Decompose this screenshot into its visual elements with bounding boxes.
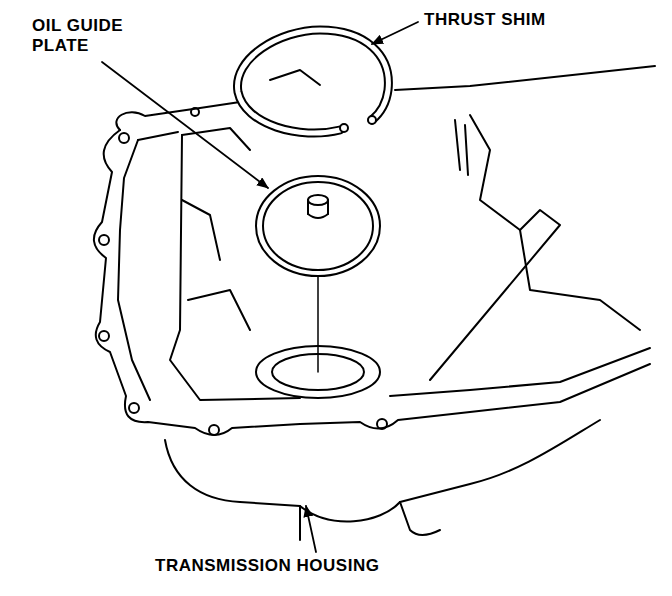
housing-flange (138, 132, 650, 400)
housing-flange (94, 130, 650, 435)
leader-line (372, 22, 418, 44)
housing-flange (118, 140, 150, 400)
part-label: TRANSMISSION HOUSING (155, 556, 379, 576)
housing-body (165, 420, 600, 521)
part-label: OIL GUIDE PLATE (32, 16, 144, 56)
oil-guide-plate (256, 176, 380, 372)
part-label: THRUST SHIM (424, 10, 546, 30)
leader-line (102, 62, 268, 188)
thrust-shim (237, 30, 388, 133)
leader-line (306, 506, 316, 552)
